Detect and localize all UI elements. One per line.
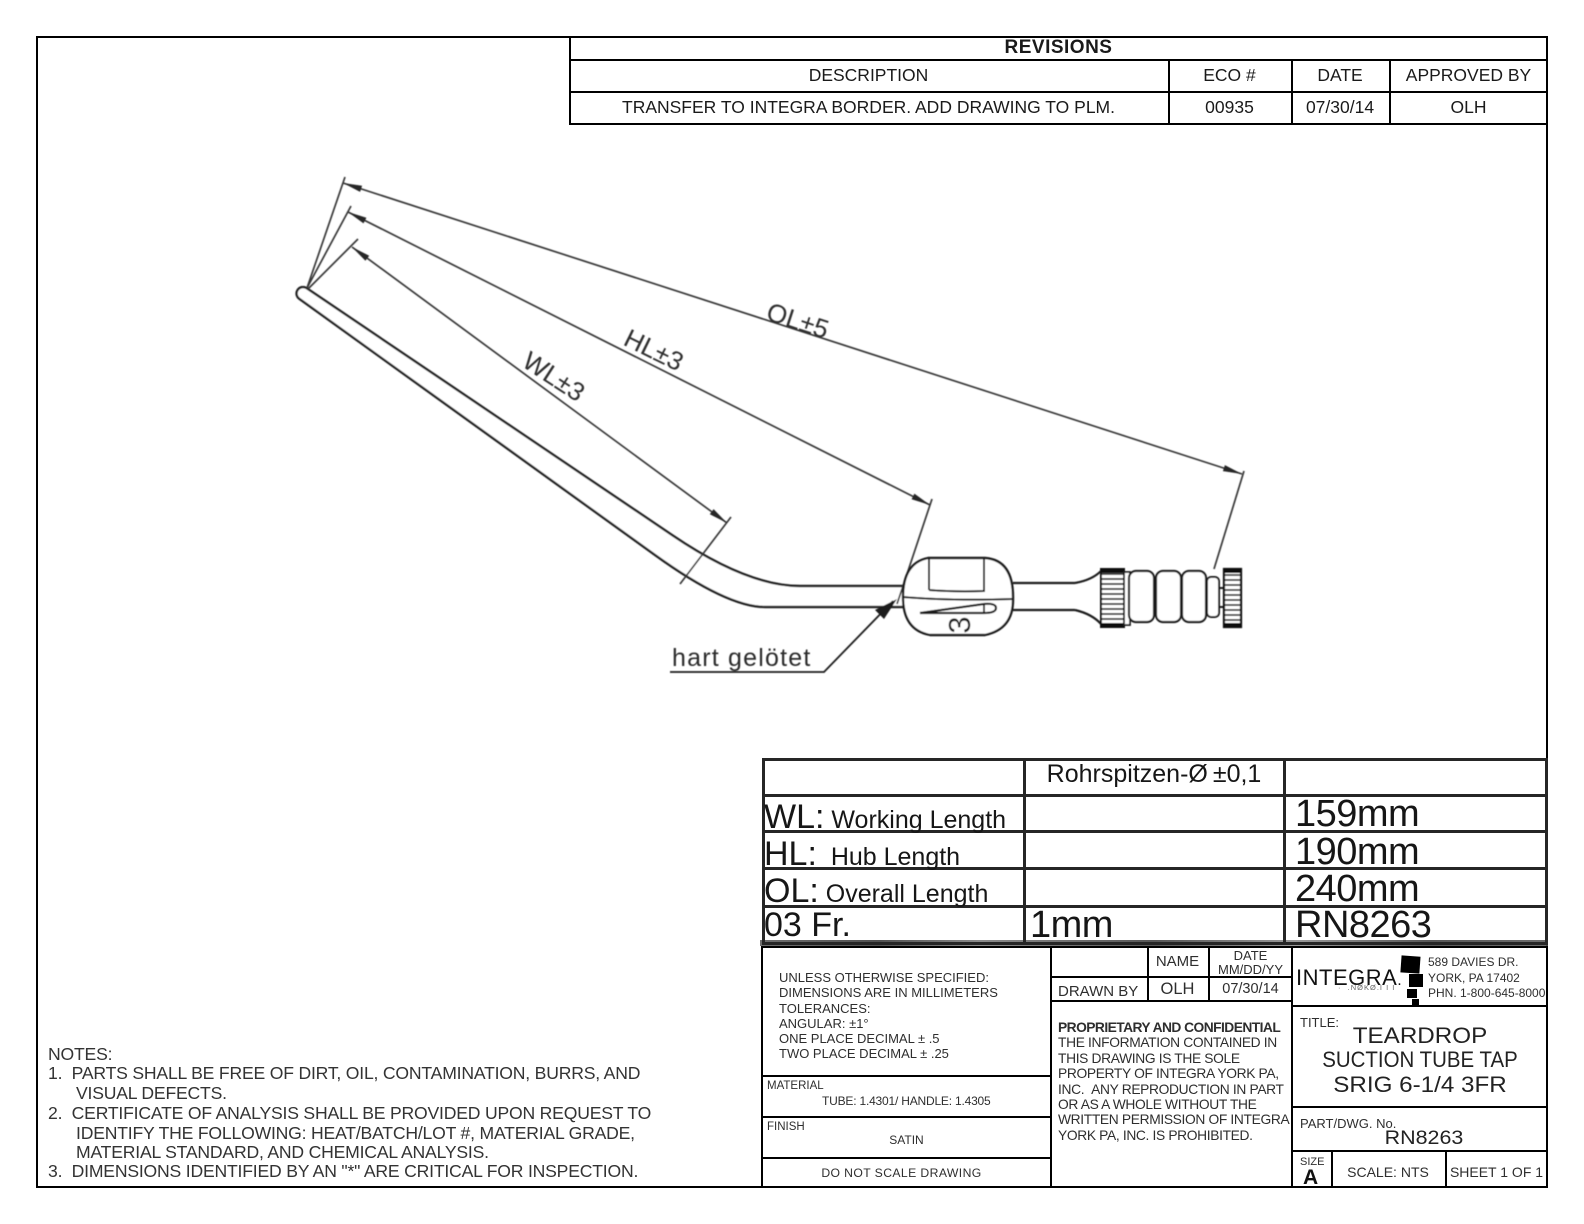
- svg-text:hart gelötet: hart gelötet: [672, 644, 812, 672]
- svg-text:HL±3: HL±3: [620, 323, 689, 377]
- svg-text:WL±3: WL±3: [517, 345, 590, 407]
- svg-text:OL±5: OL±5: [763, 296, 833, 344]
- svg-text:3: 3: [942, 616, 977, 633]
